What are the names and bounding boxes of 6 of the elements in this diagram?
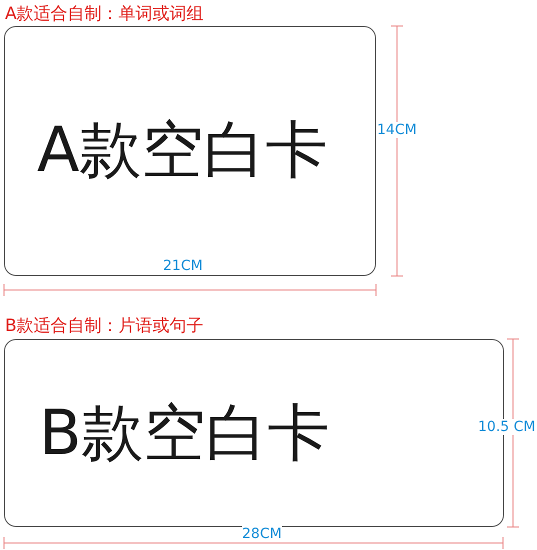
dimension-label: 10.5 CM [478, 419, 536, 435]
card-title: B款空白卡 [39, 402, 330, 464]
card-title: A款空白卡 [37, 119, 328, 181]
card-heading: B款适合自制：片语或句子 [5, 316, 204, 336]
card-heading: A款适合自制：单词或词组 [5, 4, 204, 24]
dimension-label: 14CM [377, 122, 417, 138]
